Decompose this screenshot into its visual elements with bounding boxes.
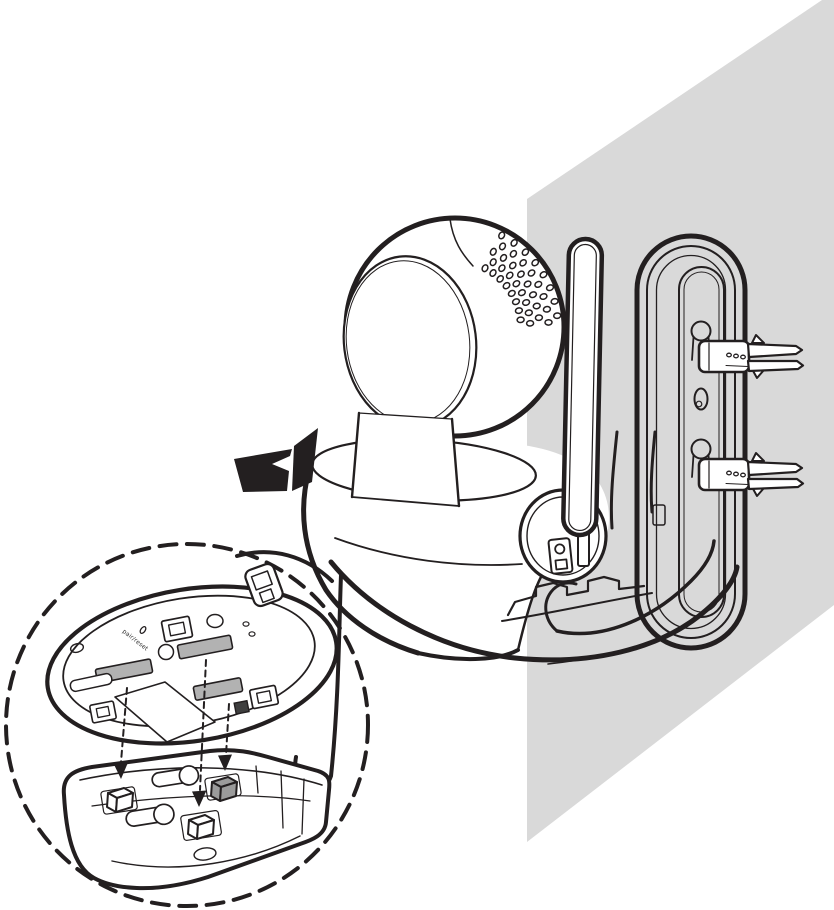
dark-square-hole (233, 699, 250, 715)
camera-neck (350, 411, 461, 508)
alignment-arrow-2 (199, 659, 207, 791)
detail-callout: pair/reset (4, 542, 370, 908)
detail-callout-circle (4, 542, 370, 908)
hook-tab-2 (187, 814, 215, 840)
alignment-arrow-1 (120, 687, 128, 763)
mounting-slot-1 (176, 634, 234, 660)
plate-keyhole-2 (125, 803, 175, 827)
hook-tab-3 (210, 776, 238, 802)
screw-hole-middle (693, 387, 709, 411)
vent-slot (69, 672, 113, 693)
pair-reset-button (139, 625, 147, 635)
mounting-slot-3 (192, 677, 244, 701)
label-square (114, 681, 216, 743)
hook-tab-1 (106, 787, 134, 813)
bracket-clip-window (652, 504, 666, 526)
screw-boss-top (160, 615, 194, 643)
direction-arrow-icon (234, 428, 318, 492)
camera-head (342, 215, 567, 439)
plate-keyhole-1 (151, 765, 200, 788)
alignment-arrow-3 (225, 703, 230, 756)
power-port (547, 537, 574, 575)
alignment-arrows (113, 659, 232, 807)
screw-boss-left (89, 700, 117, 724)
screw-boss-right (248, 684, 280, 710)
antenna (561, 236, 605, 538)
base-port-cameo (244, 562, 284, 608)
speaker-grille (481, 231, 562, 327)
mounting-plate (61, 748, 332, 891)
